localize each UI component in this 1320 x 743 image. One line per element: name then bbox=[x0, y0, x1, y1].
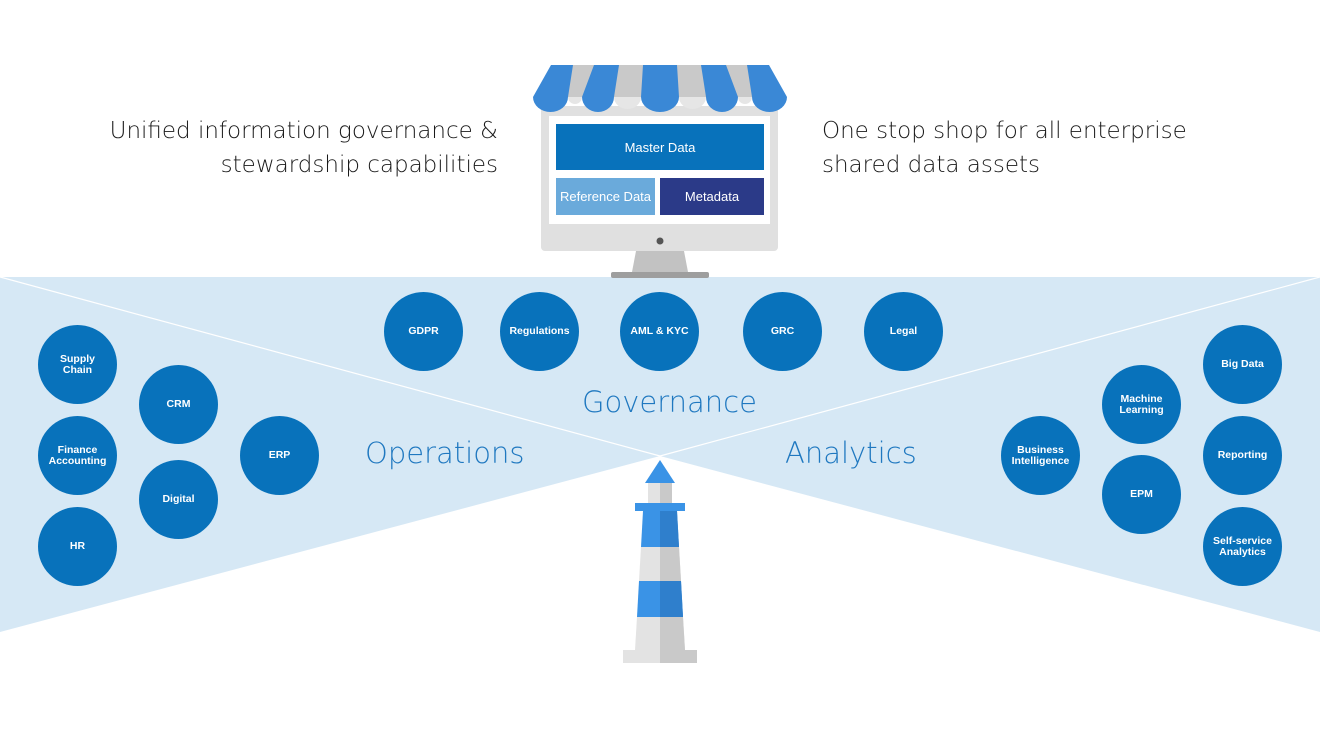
operations-item-digital[interactable]: Digital bbox=[139, 460, 218, 539]
left-headline-line-1: Unified information governance & bbox=[109, 118, 498, 144]
analytics-item-business-intelligence[interactable]: Business Intelligence bbox=[1001, 416, 1080, 495]
bubble-label: Business Intelligence bbox=[1011, 443, 1070, 467]
bubble-label: Regulations bbox=[509, 325, 570, 337]
governance-item-gdpr[interactable]: GDPR bbox=[384, 292, 463, 371]
analytics-beam bbox=[660, 277, 1320, 632]
bubble-label: Legal bbox=[889, 325, 918, 337]
bubble-label: GDPR bbox=[408, 325, 439, 337]
operations-item-erp[interactable]: ERP bbox=[240, 416, 319, 495]
analytics-item-reporting[interactable]: Reporting bbox=[1203, 416, 1282, 495]
governance-item-grc[interactable]: GRC bbox=[743, 292, 822, 371]
operations-beam bbox=[0, 277, 660, 632]
reference-data-box: Reference Data bbox=[556, 178, 655, 215]
analytics-item-epm[interactable]: EPM bbox=[1102, 455, 1181, 534]
bubble-label: Self-service Analytics bbox=[1213, 534, 1272, 558]
bubble-label: EPM bbox=[1130, 488, 1153, 500]
analytics-item-machine-learning[interactable]: Machine Learning bbox=[1102, 365, 1181, 444]
operations-item-finance-accounting[interactable]: Finance Accounting bbox=[38, 416, 117, 495]
right-headline-line-1: One stop shop for all enterprise bbox=[822, 118, 1187, 144]
beam-edge-line bbox=[659, 276, 1320, 457]
analytics-item-self-service-analytics[interactable]: Self-service Analytics bbox=[1203, 507, 1282, 586]
bubble-label: AML & KYC bbox=[630, 325, 689, 337]
left-headline: Unified information governance & steward… bbox=[110, 114, 498, 182]
governance-label: Governance bbox=[582, 385, 757, 419]
beam-edge-line bbox=[0, 276, 661, 457]
shop-awning-icon bbox=[533, 65, 787, 113]
left-headline-line-2: stewardship capabilities bbox=[220, 152, 498, 178]
bubble-label: Supply Chain bbox=[59, 352, 95, 376]
bubble-label: Reporting bbox=[1217, 449, 1268, 461]
right-headline-line-2: shared data assets bbox=[822, 152, 1040, 178]
bubble-label: GRC bbox=[770, 325, 795, 337]
operations-item-supply-chain[interactable]: Supply Chain bbox=[38, 325, 117, 404]
bubble-label: Big Data bbox=[1221, 358, 1264, 370]
bubble-label: HR bbox=[69, 540, 86, 552]
operations-label: Operations bbox=[365, 436, 525, 470]
governance-item-legal[interactable]: Legal bbox=[864, 292, 943, 371]
bubble-label: Machine Learning bbox=[1119, 392, 1164, 416]
bubble-label: Finance Accounting bbox=[48, 443, 107, 467]
master-data-box: Master Data bbox=[556, 124, 764, 170]
right-headline: One stop shop for all enterprise shared … bbox=[822, 114, 1187, 182]
bubble-label: ERP bbox=[268, 449, 291, 461]
operations-item-crm[interactable]: CRM bbox=[139, 365, 218, 444]
bubble-label: CRM bbox=[166, 398, 191, 410]
analytics-item-big-data[interactable]: Big Data bbox=[1203, 325, 1282, 404]
governance-item-aml-kyc[interactable]: AML & KYC bbox=[620, 292, 699, 371]
operations-item-hr[interactable]: HR bbox=[38, 507, 117, 586]
metadata-box: Metadata bbox=[660, 178, 764, 215]
bubble-label: Digital bbox=[162, 493, 195, 505]
governance-item-regulations[interactable]: Regulations bbox=[500, 292, 579, 371]
analytics-label: Analytics bbox=[785, 436, 917, 470]
lighthouse-icon bbox=[623, 460, 697, 663]
